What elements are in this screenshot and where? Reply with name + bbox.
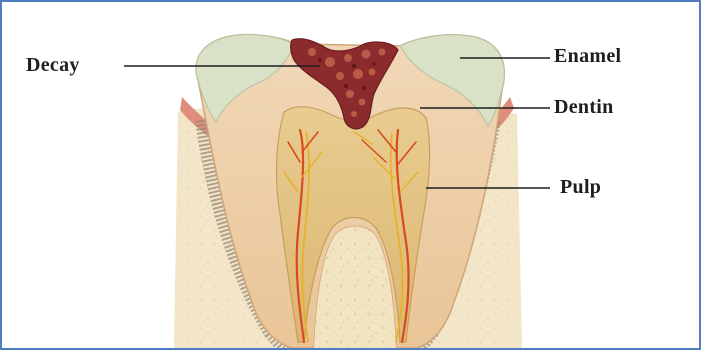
dentin-label: Dentin: [554, 97, 614, 117]
pulp-label: Pulp: [560, 177, 601, 197]
enamel-label: Enamel: [554, 46, 621, 66]
decay-label: Decay: [26, 55, 80, 75]
